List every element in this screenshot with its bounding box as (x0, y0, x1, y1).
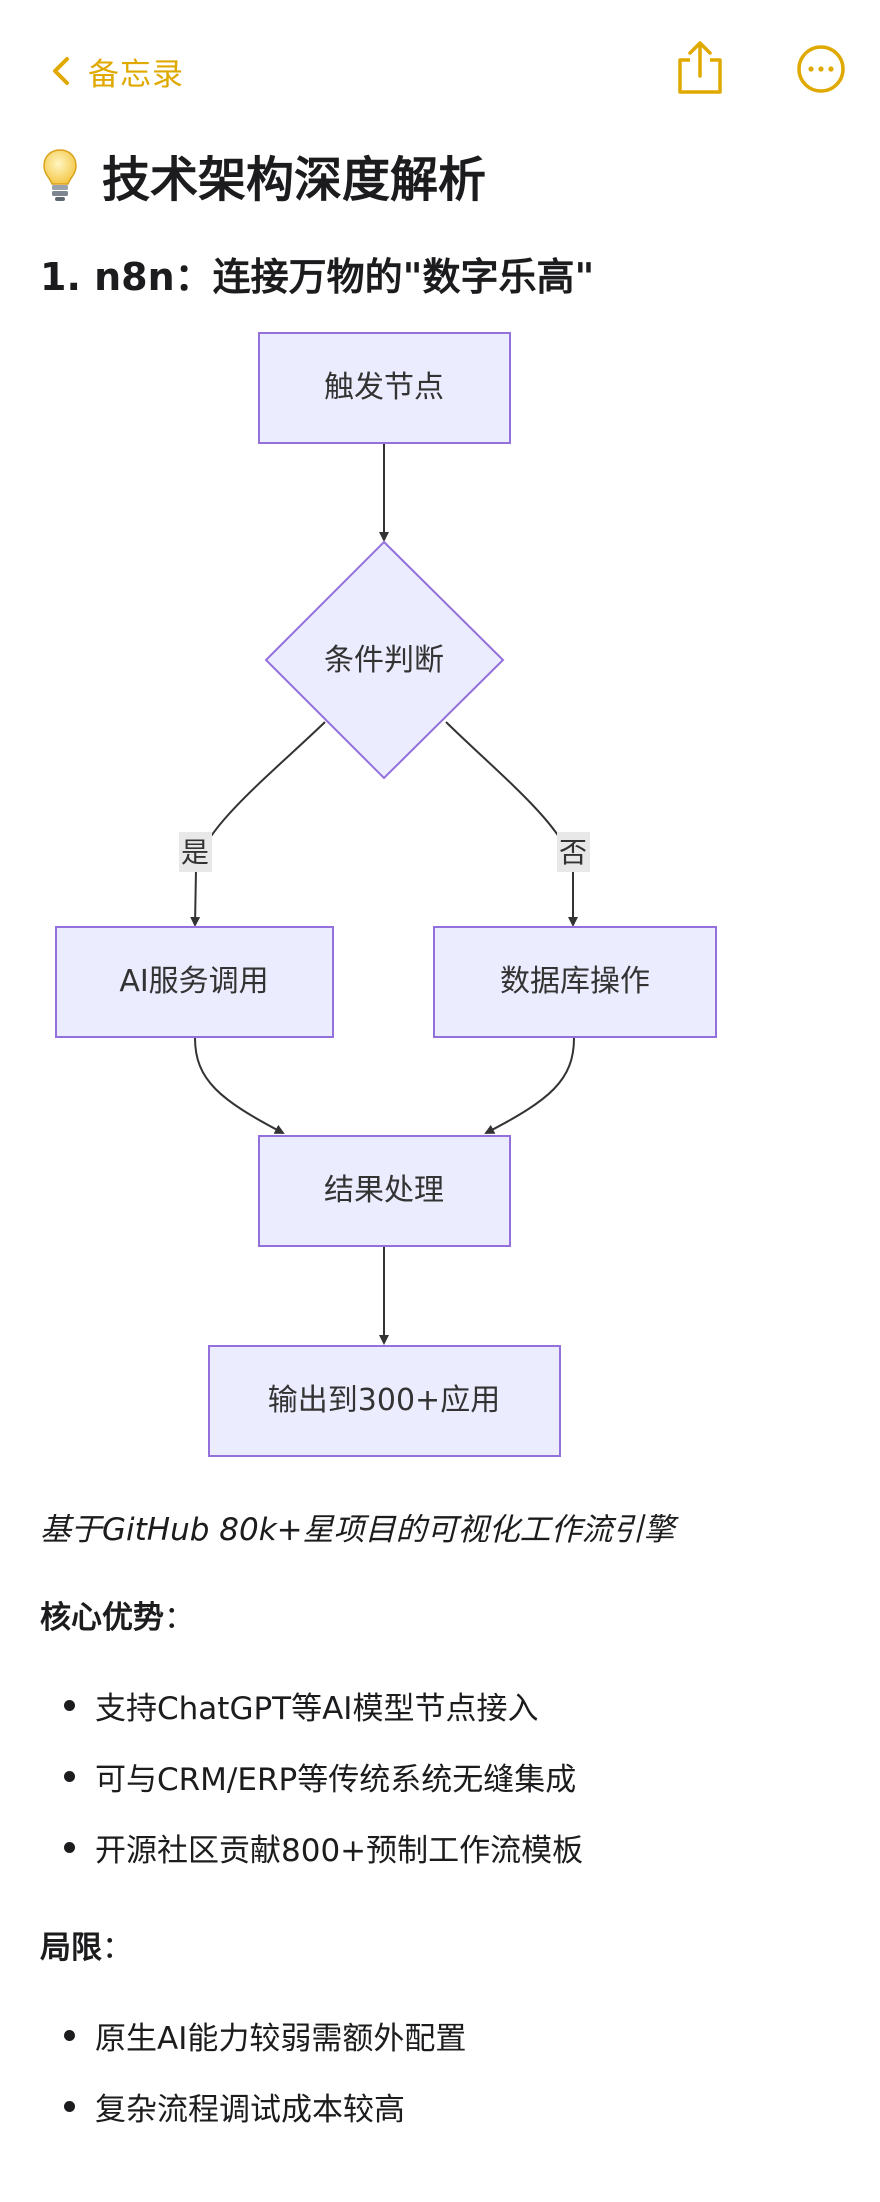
node-output (208, 1345, 561, 1457)
node-trigger (258, 332, 511, 444)
node-condition (264, 540, 505, 780)
limitations-heading-colon: ： (102, 1930, 133, 1966)
advantages-heading-colon: ： (164, 1600, 195, 1636)
limitations-heading: 局限： (40, 1922, 133, 1967)
node-result-label: 结果处理 (324, 1173, 444, 1208)
more-icon[interactable] (796, 44, 846, 94)
node-db (433, 926, 717, 1038)
list-item-text: 可与CRM/ERP等传统系统无缝集成 (95, 1762, 577, 1798)
limitations-heading-text: 局限 (40, 1930, 102, 1966)
list-item-text: 支持ChatGPT等AI模型节点接入 (95, 1691, 539, 1727)
edge-condition-ai (190, 721, 326, 927)
node-output-label: 输出到300+应用 (268, 1383, 500, 1418)
bullet-icon (64, 2101, 75, 2112)
bullet-icon (64, 2030, 75, 2041)
list-item: 开源社区贡献800+预制工作流模板 (40, 1812, 840, 1883)
lightbulb-icon (43, 149, 77, 201)
edge-label-yes: 是 (181, 836, 209, 869)
list-item-text: 原生AI能力较弱需额外配置 (95, 2021, 467, 2057)
bullet-icon (64, 1700, 75, 1711)
bullet-icon (64, 1771, 75, 1782)
chevron-left-icon (53, 57, 69, 85)
node-ai-label: AI服务调用 (119, 964, 268, 999)
back-label: 备忘录 (88, 56, 184, 93)
list-item: 支持ChatGPT等AI模型节点接入 (40, 1670, 840, 1741)
back-button[interactable]: 备忘录 (48, 48, 184, 94)
node-trigger-label: 触发节点 (324, 370, 444, 405)
node-ai (55, 926, 334, 1038)
list-item: 可与CRM/ERP等传统系统无缝集成 (40, 1741, 840, 1812)
share-icon[interactable] (672, 38, 728, 98)
advantages-heading-text: 核心优势 (40, 1600, 164, 1636)
advantages-list: 支持ChatGPT等AI模型节点接入 可与CRM/ERP等传统系统无缝集成 开源… (40, 1670, 840, 1883)
node-result (258, 1135, 511, 1247)
edge-ai-result (194, 1037, 285, 1134)
description-text: 基于GitHub 80k+星项目的可视化工作流引擎 (40, 1512, 675, 1548)
navigation-bar: 备忘录 (0, 0, 880, 130)
list-item: 原生AI能力较弱需额外配置 (40, 2000, 840, 2071)
list-item: 复杂流程调试成本较高 (40, 2071, 840, 2142)
list-item-text: 复杂流程调试成本较高 (95, 2092, 405, 2128)
note-title: 技术架构深度解析 (40, 140, 486, 210)
node-condition-label: 条件判断 (324, 643, 444, 678)
edge-label-no: 否 (559, 836, 587, 869)
section-heading: 1. n8n：连接万物的"数字乐高" (40, 255, 595, 299)
advantages-heading: 核心优势： (40, 1592, 195, 1637)
list-item-text: 开源社区贡献800+预制工作流模板 (95, 1833, 584, 1869)
edge-db-result (484, 1037, 575, 1134)
limitations-list: 原生AI能力较弱需额外配置 复杂流程调试成本较高 (40, 2000, 840, 2142)
edge-condition-db (445, 721, 578, 927)
edge-label-no-bg (557, 832, 590, 872)
bullet-icon (64, 1842, 75, 1853)
flowchart-diagram: 是 否 触发节点 条件判断 AI服务调用 数据库操作 结果处理 输出到300+应… (55, 332, 717, 1457)
node-db-label: 数据库操作 (500, 964, 650, 999)
edge-label-yes-bg (179, 832, 212, 872)
page-title: 技术架构深度解析 (102, 152, 487, 208)
